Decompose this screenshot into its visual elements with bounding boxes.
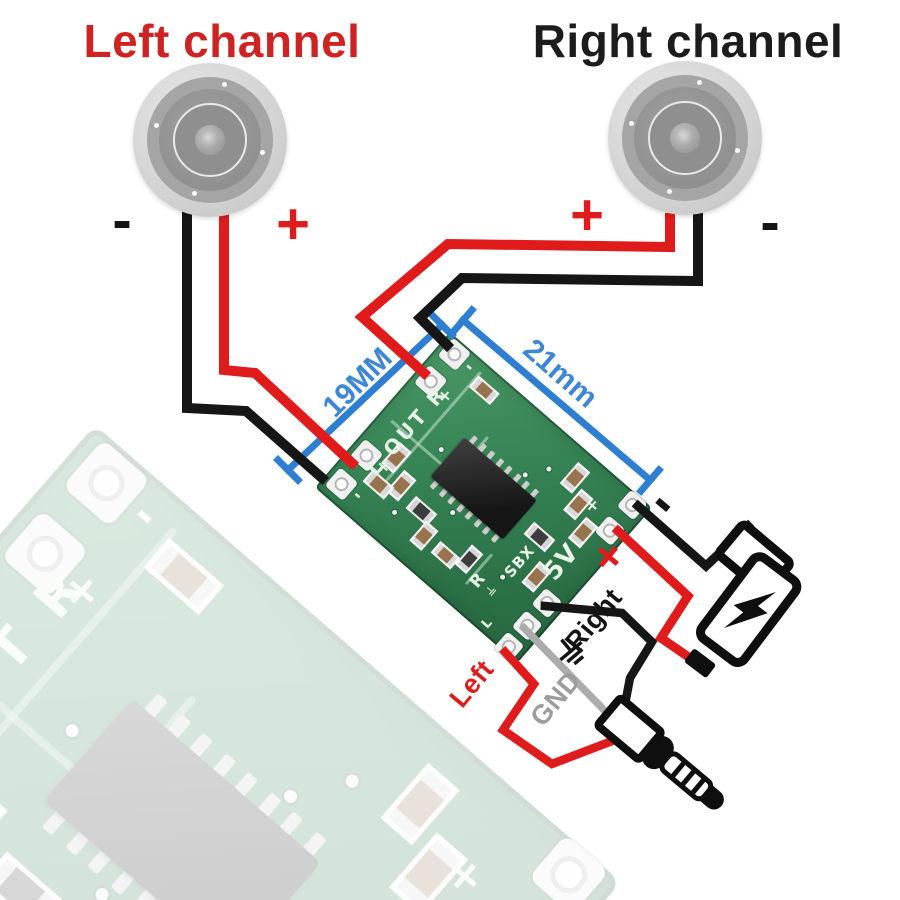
right-channel-title: Right channel: [532, 15, 844, 67]
wire-power-positive: [611, 524, 713, 676]
jack-ring-separator: [679, 768, 697, 788]
jack-ring-separator: [669, 760, 687, 779]
wire-left-speaker-positive: [219, 202, 360, 471]
ground-symbol-icon: [559, 638, 585, 666]
dimension-line-21mm: [449, 305, 664, 496]
screw-icon: [629, 121, 634, 126]
speaker-dustcap: [675, 128, 695, 148]
screw-icon: [697, 80, 702, 85]
wire-audio-right: [540, 601, 658, 704]
dimension-line-19mm: [273, 310, 457, 485]
lightning-icon: [723, 592, 777, 628]
screw-icon: [667, 189, 672, 194]
speaker-cone: [173, 103, 247, 177]
right-speaker-plus-label: +: [570, 182, 604, 248]
right-speaker-icon: [608, 61, 762, 215]
wire-audio-gnd: [518, 622, 612, 718]
screw-icon: [222, 82, 227, 87]
left-speaker-minus-label: -: [112, 187, 132, 253]
screw-icon: [260, 150, 265, 155]
left-channel-title: Left channel: [83, 15, 361, 67]
screw-icon: [735, 148, 740, 153]
left-speaker-icon: [133, 63, 287, 217]
wire-right-speaker-negative: [412, 213, 703, 353]
screw-icon: [192, 191, 197, 196]
wire-audio-left: [497, 645, 618, 769]
right-speaker-minus-label: -: [760, 189, 780, 255]
left-speaker-plus-label: +: [276, 191, 310, 257]
screw-icon: [154, 123, 159, 128]
speaker-dustcap: [200, 130, 220, 150]
wire-left-speaker-negative: [182, 200, 330, 486]
wire-right-speaker-positive: [354, 213, 675, 381]
